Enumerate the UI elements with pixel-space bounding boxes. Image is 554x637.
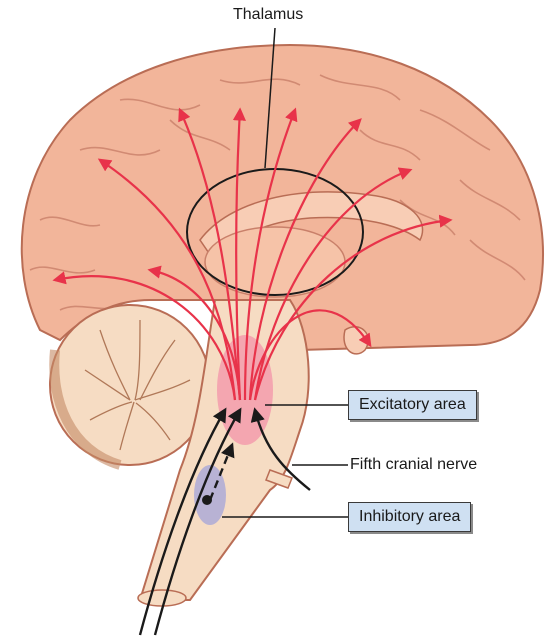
fifth-cranial-nerve-label: Fifth cranial nerve <box>350 456 478 473</box>
excitatory-area-label: Excitatory area <box>348 390 477 420</box>
leader-lines <box>222 27 348 518</box>
inhibitory-neuron-dot <box>202 495 212 505</box>
ascending-pathways <box>138 407 311 636</box>
spinal-cord-end <box>137 589 187 607</box>
pituitary <box>343 326 369 355</box>
projection-arrows <box>52 107 453 401</box>
thalamus-label: Thalamus <box>233 6 304 23</box>
inhibitory-area-label: Inhibitory area <box>348 502 472 532</box>
cerebellum <box>49 304 211 470</box>
inhibitory-highlight <box>194 465 226 525</box>
fifth-cranial-nerve <box>265 469 293 489</box>
